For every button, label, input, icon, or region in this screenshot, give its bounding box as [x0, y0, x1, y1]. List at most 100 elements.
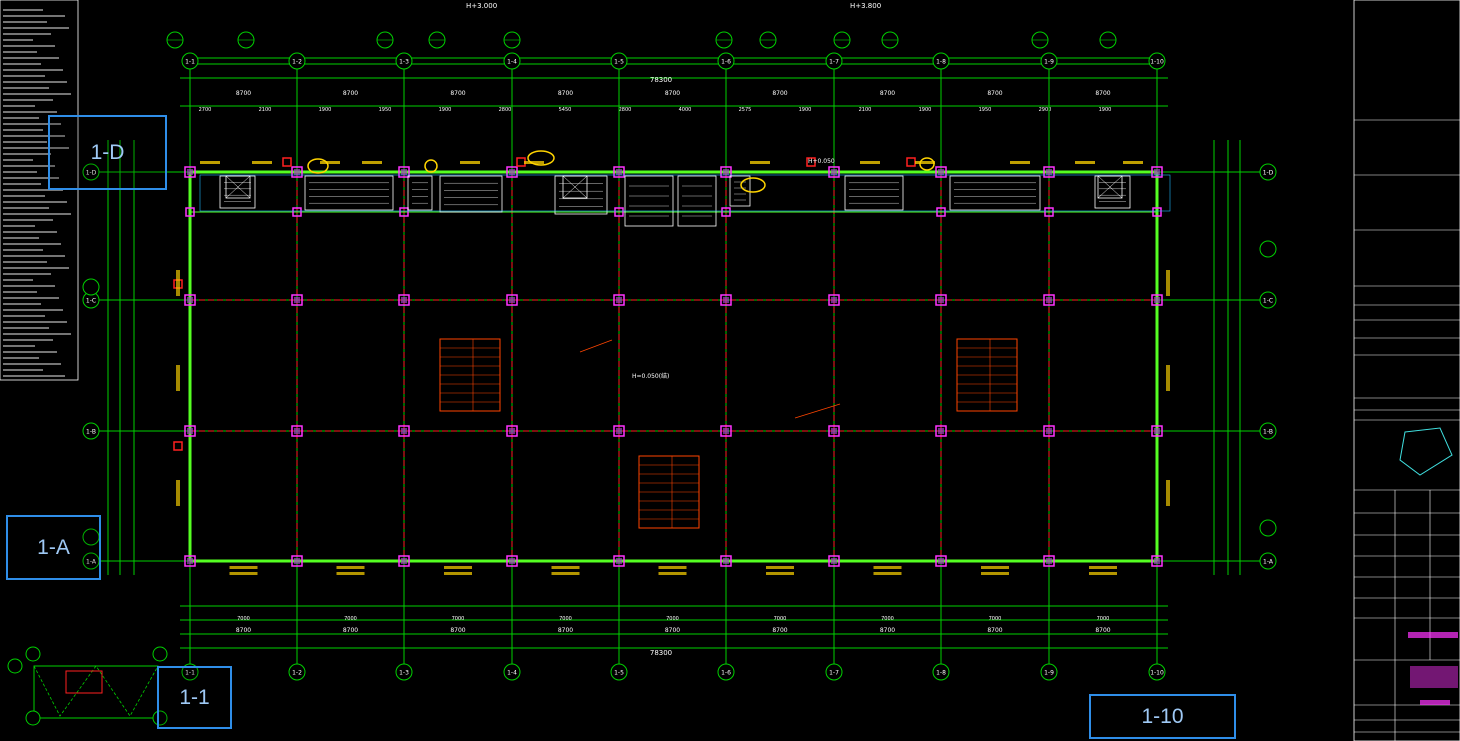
column-fill	[938, 169, 944, 175]
sub-dimension: 1900	[919, 107, 932, 113]
column-fill	[187, 297, 193, 303]
column	[720, 425, 732, 437]
title-block-stamp	[1410, 666, 1458, 688]
axis-bubble-1-2: 1-2	[288, 663, 306, 681]
axis-bubble-circle	[610, 663, 628, 681]
column	[291, 425, 303, 437]
column-fill	[938, 428, 944, 434]
wall-type-label	[176, 365, 180, 391]
callout-box-1-A: 1-A	[6, 515, 101, 580]
title-block-stamp	[1420, 700, 1450, 705]
wall-type-label	[1089, 566, 1117, 569]
bay-dimension-bottom: 8700	[450, 627, 465, 634]
sub-dimension: 2575	[739, 107, 752, 113]
axis-bubble-circle	[825, 663, 843, 681]
dimension-lines: 8700870087008700870087008700870087008700…	[107, 57, 1241, 649]
red-marker	[173, 441, 183, 451]
sub-axis-bubble	[1259, 519, 1277, 537]
axis-bubble-1-2: 1-2	[288, 52, 306, 70]
axis-bubble-circle	[82, 163, 100, 181]
elevation-room: H+0.050	[808, 158, 835, 165]
axis-bubble-circle	[825, 52, 843, 70]
axis-bubble-circle	[932, 52, 950, 70]
axis-bubble-label: 1-4	[507, 670, 517, 677]
callout-label: 1-A	[37, 535, 70, 559]
column	[1151, 555, 1163, 567]
bay-dimension-top: 8700	[987, 90, 1002, 97]
opening-label	[1075, 161, 1095, 164]
column-fill	[401, 169, 407, 175]
wall-type-label	[229, 572, 258, 575]
wall-type-label	[176, 270, 180, 296]
axis-bubble-label: 1-7	[829, 59, 839, 66]
opening-label	[362, 161, 382, 164]
callout-box-1-1: 1-1	[157, 666, 232, 729]
axis-bubble-1-B: 1-B	[1259, 422, 1277, 440]
axis-bubble-label: 1-2	[292, 670, 302, 677]
column	[184, 294, 196, 306]
wall-type-label	[444, 572, 472, 575]
wall-type-label	[1166, 270, 1170, 296]
room-outline	[624, 175, 674, 227]
column	[1043, 425, 1055, 437]
bay-dimension-top: 8700	[343, 90, 358, 97]
column-fill	[723, 297, 729, 303]
sub-dimension: 7000	[666, 616, 679, 622]
wall-type-label	[873, 572, 902, 575]
wall-type-label	[444, 566, 472, 569]
elevation-top-left: H+3.000	[466, 2, 497, 10]
bay-dimension-bottom: 8700	[880, 627, 895, 634]
wall-type-label	[873, 566, 902, 569]
axis-bubble-1-7: 1-7	[825, 52, 843, 70]
callout-label: 1-1	[179, 685, 210, 709]
axis-bubble-1-3: 1-3	[395, 52, 413, 70]
column	[720, 294, 732, 306]
sub-dimension: 2700	[199, 107, 212, 113]
axis-bubble-label: 1-9	[1044, 59, 1054, 66]
column	[1151, 294, 1163, 306]
column	[720, 166, 732, 178]
bay-dimension-top: 8700	[772, 90, 787, 97]
callout-label: 1-D	[90, 140, 125, 164]
axis-bubble-label: 1-2	[292, 59, 302, 66]
axis-bubble-circle	[610, 52, 628, 70]
column	[936, 207, 946, 217]
sub-dimension: 7000	[1097, 616, 1110, 622]
callout-box-1-10: 1-10	[1089, 694, 1236, 739]
column	[506, 555, 518, 567]
axis-bubble-circle	[181, 663, 199, 681]
opening-label	[750, 161, 770, 164]
axis-bubble-label: 1-3	[399, 59, 409, 66]
column	[613, 425, 625, 437]
callout-label: 1-10	[1141, 704, 1184, 728]
column	[506, 294, 518, 306]
room-outline	[949, 175, 1041, 211]
sub-dimension: 7000	[237, 616, 250, 622]
column-fill	[831, 428, 837, 434]
wall-type-label	[658, 566, 687, 569]
axis-bubble-label: 1-5	[614, 670, 624, 677]
column	[398, 166, 410, 178]
leader-line	[579, 339, 613, 353]
axis-bubble-1-10: 1-10	[1148, 663, 1166, 681]
column	[399, 207, 409, 217]
elevator-shaft	[562, 175, 588, 199]
axis-bubble-label: 1-1	[185, 59, 195, 66]
column-fill	[1154, 558, 1160, 564]
bay-dimension-top: 8700	[450, 90, 465, 97]
sub-dimension: 4000	[679, 107, 692, 113]
axis-bubble-label: 1-D	[1263, 170, 1274, 177]
column	[291, 555, 303, 567]
axis-bubbles: 1-11-11-21-21-31-31-41-41-51-51-61-61-71…	[82, 31, 1277, 681]
column	[721, 207, 731, 217]
total-width-top: 78300	[650, 76, 672, 84]
exterior-walls	[188, 170, 1159, 563]
wall-type-label	[336, 566, 365, 569]
elevator-cross	[225, 175, 251, 199]
axis-bubble-circle	[395, 663, 413, 681]
opening-label	[1010, 161, 1030, 164]
column-fill	[187, 558, 193, 564]
axis-bubble-label: 1-D	[86, 170, 97, 177]
axis-bubble-1-7: 1-7	[825, 663, 843, 681]
